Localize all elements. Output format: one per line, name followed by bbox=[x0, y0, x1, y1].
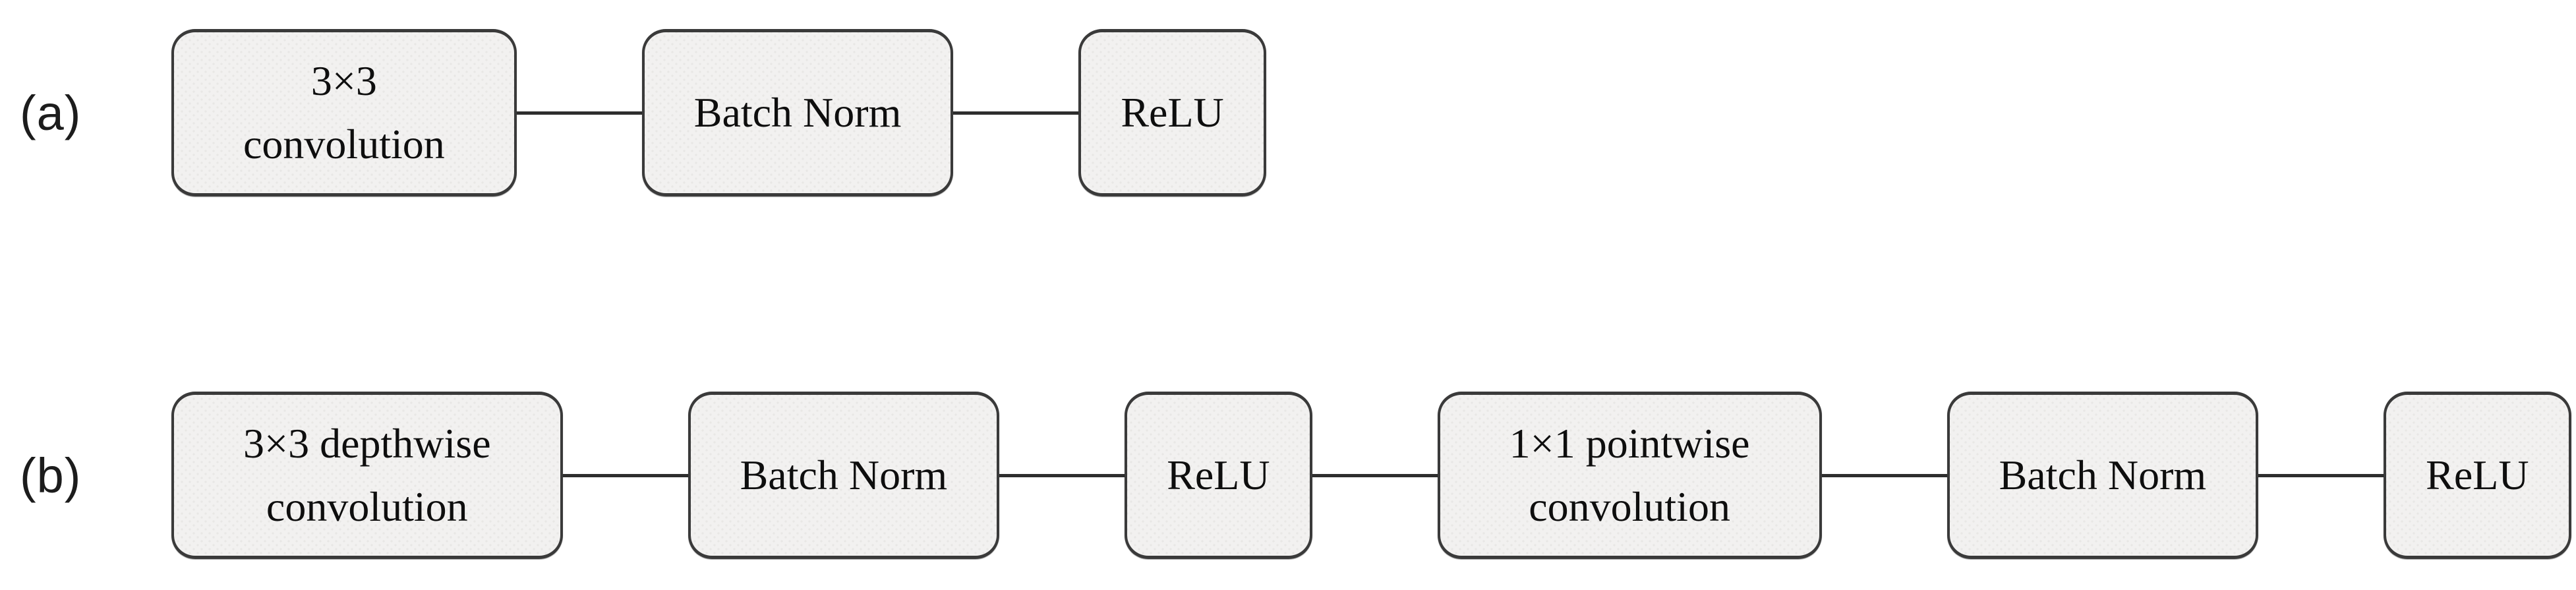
node-3-3-convolution: 3×3 convolution bbox=[171, 29, 517, 196]
node-label-line: 3×3 depthwise bbox=[243, 420, 491, 467]
node-3-3-depthwise-convolution: 3×3 depthwise convolution bbox=[171, 392, 563, 559]
node-label-line: Batch Norm bbox=[1999, 452, 2207, 498]
node-relu: ReLU bbox=[1125, 392, 1312, 559]
node-batch-norm: Batch Norm bbox=[1947, 392, 2259, 559]
node-label-line: ReLU bbox=[1167, 452, 1270, 498]
connector-line bbox=[999, 473, 1125, 477]
node-batch-norm: Batch Norm bbox=[688, 392, 1000, 559]
node-label-line: Batch Norm bbox=[740, 452, 948, 498]
connector-line bbox=[1821, 473, 1947, 477]
node-1-1-pointwise-convolution: 1×1 pointwise convolution bbox=[1437, 392, 1822, 559]
node-label-line: convolution bbox=[266, 483, 468, 530]
node-batch-norm: Batch Norm bbox=[641, 29, 954, 196]
node-label-line: Batch Norm bbox=[693, 89, 902, 136]
node-relu: ReLU bbox=[1078, 29, 1266, 196]
connector-line bbox=[562, 473, 688, 477]
node-label-line: ReLU bbox=[1121, 89, 1224, 136]
node-label-line: 3×3 bbox=[310, 57, 377, 104]
node-label-line: convolution bbox=[1529, 483, 1730, 530]
connector-line bbox=[953, 111, 1079, 115]
node-label-line: 1×1 pointwise bbox=[1509, 420, 1750, 467]
node-label-line: ReLU bbox=[2426, 452, 2529, 498]
node-label-line: convolution bbox=[243, 121, 445, 167]
connector-line bbox=[2258, 473, 2384, 477]
row-label-a: (a) bbox=[20, 85, 82, 140]
row-label-b: (b) bbox=[20, 448, 82, 503]
connector-line bbox=[1312, 473, 1438, 477]
connector-line bbox=[516, 111, 642, 115]
diagram-row-b: (b) 3×3 depthwise convolution Batch Norm Re… bbox=[0, 392, 2576, 559]
diagram-row-a: (a) 3×3 convolution Batch Norm ReLU bbox=[0, 29, 2576, 196]
node-relu: ReLU bbox=[2384, 392, 2571, 559]
